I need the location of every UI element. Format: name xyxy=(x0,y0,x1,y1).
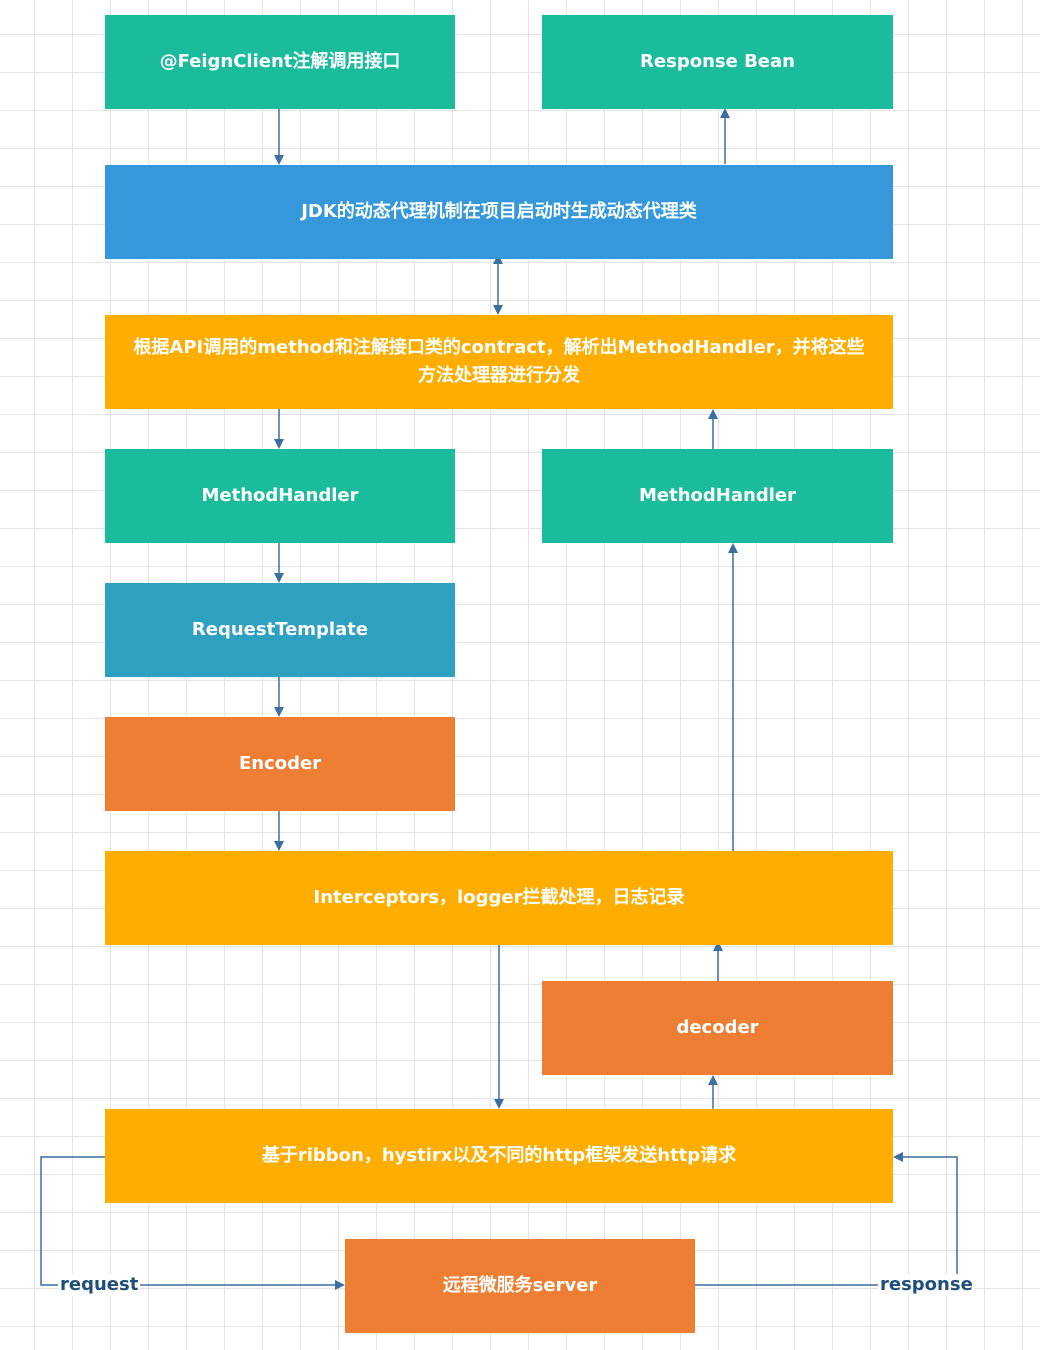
http-request-label: 基于ribbon，hystirx以及不同的http框架发送http请求 xyxy=(261,1145,737,1166)
decoder-node[interactable]: decoder xyxy=(542,981,893,1075)
response-bean-node[interactable]: Response Bean xyxy=(542,15,893,109)
remote-server-label: 远程微服务server xyxy=(442,1275,598,1296)
contract-dispatch-label-line2: 方法处理器进行分发 xyxy=(418,365,580,386)
decoder-label: decoder xyxy=(676,1017,759,1038)
encoder-label: Encoder xyxy=(238,753,322,774)
contract-dispatch-node[interactable]: 根据API调用的method和注解接口类的contract，解析出MethodH… xyxy=(105,315,893,409)
method-handler-right-node[interactable]: MethodHandler xyxy=(542,449,893,543)
method-handler-right-label: MethodHandler xyxy=(639,485,796,506)
request-edge-label: request xyxy=(58,1274,141,1296)
method-handler-left-label: MethodHandler xyxy=(201,485,359,506)
arrow-request-to-server xyxy=(40,1156,345,1290)
feign-client-node[interactable]: @FeignClient注解调用接口 xyxy=(105,15,455,109)
jdk-proxy-node[interactable]: JDK的动态代理机制在项目启动时生成动态代理类 xyxy=(105,165,893,259)
jdk-proxy-label: JDK的动态代理机制在项目启动时生成动态代理类 xyxy=(301,201,697,222)
feign-client-label: @FeignClient注解调用接口 xyxy=(159,51,401,72)
contract-dispatch-label-line1: 根据API调用的method和注解接口类的contract，解析出MethodH… xyxy=(133,337,865,358)
interceptors-label: Interceptors，logger拦截处理，日志记录 xyxy=(313,887,685,908)
http-request-node[interactable]: 基于ribbon，hystirx以及不同的http框架发送http请求 xyxy=(105,1109,893,1203)
request-template-label: RequestTemplate xyxy=(191,619,369,640)
arrow-server-response-to-http xyxy=(695,1152,958,1286)
request-template-node[interactable]: RequestTemplate xyxy=(105,583,455,677)
interceptors-node[interactable]: Interceptors，logger拦截处理，日志记录 xyxy=(105,851,893,945)
response-edge-label: response xyxy=(878,1274,975,1296)
method-handler-left-node[interactable]: MethodHandler xyxy=(105,449,455,543)
remote-server-node[interactable]: 远程微服务server xyxy=(345,1239,695,1333)
encoder-node[interactable]: Encoder xyxy=(105,717,455,811)
response-bean-label: Response Bean xyxy=(640,51,795,72)
